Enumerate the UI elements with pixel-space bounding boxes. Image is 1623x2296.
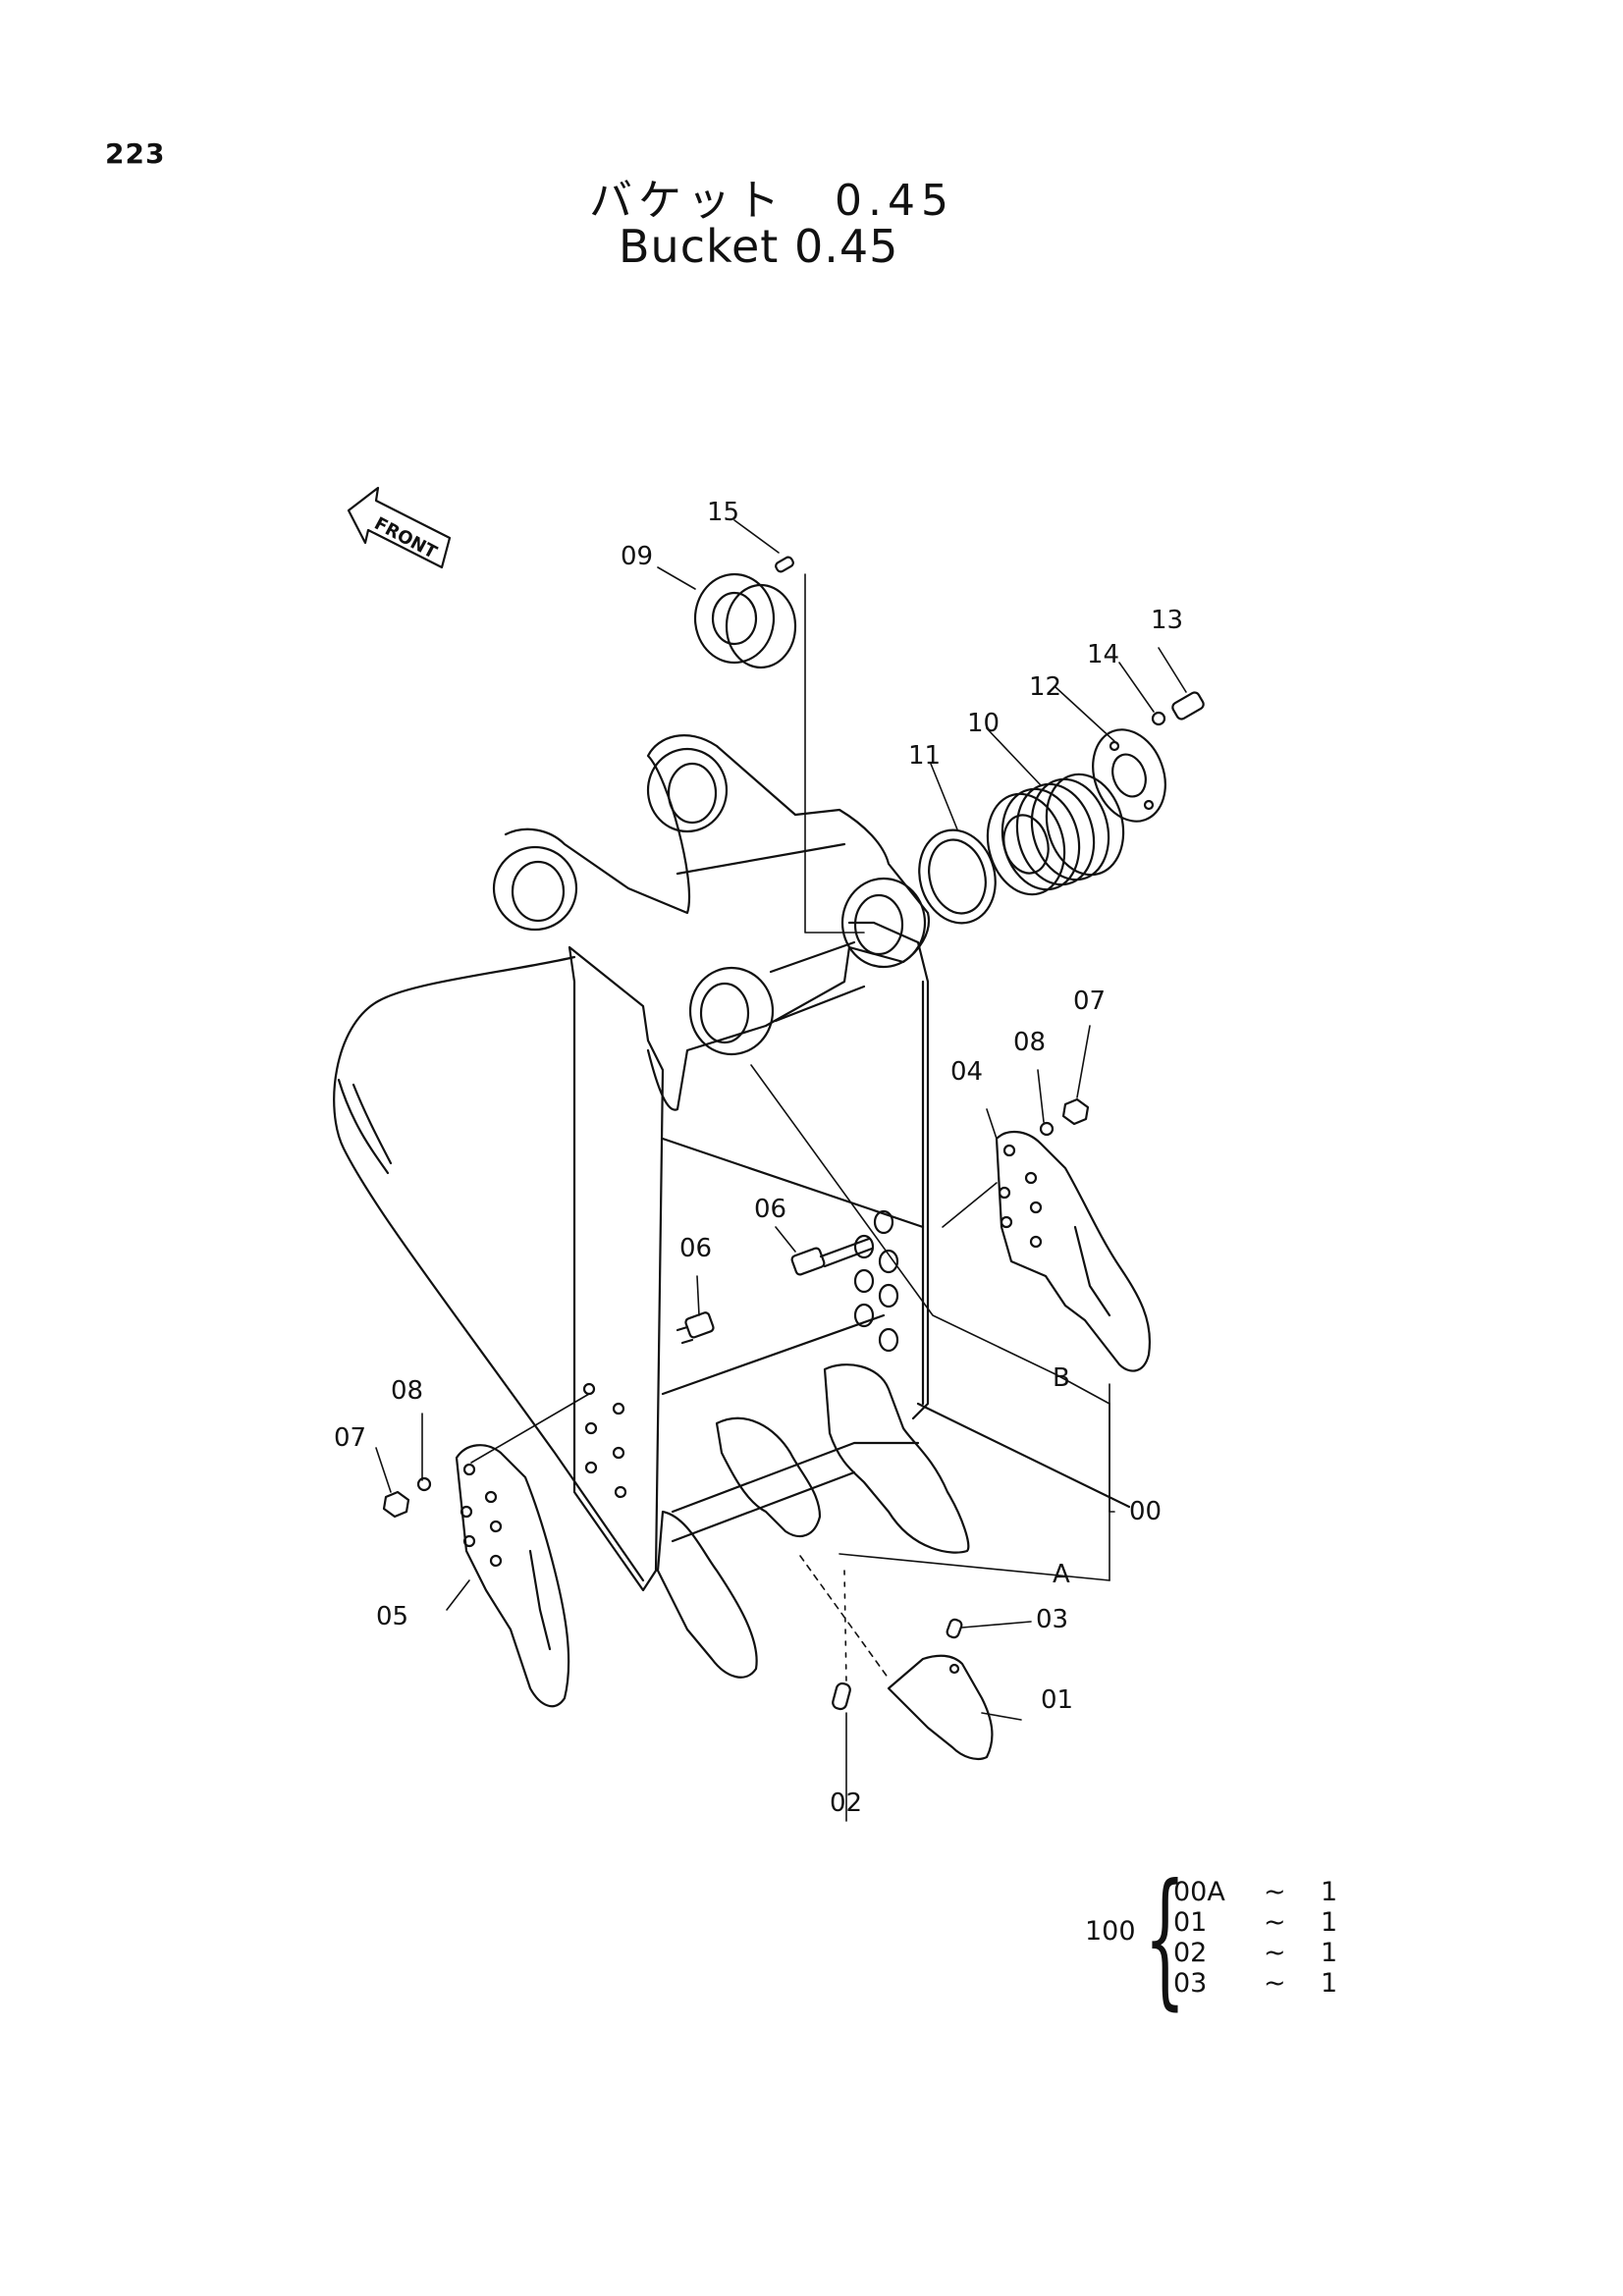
callout-12: 12	[1029, 672, 1061, 702]
callout-13: 13	[1151, 606, 1183, 635]
kit-row: 01 ~ 1	[1173, 1907, 1337, 1938]
kit-composition-list: 00A ~ 1 01 ~ 1 02 ~ 1 03 ~ 1	[1173, 1877, 1337, 1999]
kit-row: 03 ~ 1	[1173, 1968, 1337, 1999]
callout-06-upper: 06	[754, 1195, 786, 1224]
part-02-pin	[832, 1682, 851, 1711]
part-10-threaded-bushing	[986, 773, 1125, 896]
part-06-bolt-upper	[790, 1237, 874, 1276]
callout-10: 10	[967, 709, 1000, 738]
kit-row-code: 03	[1173, 1968, 1208, 1999]
part-13-bolt	[1171, 691, 1205, 721]
callout-08-right: 08	[1013, 1028, 1046, 1057]
callout-15: 15	[707, 498, 739, 527]
kit-row: 02 ~ 1	[1173, 1938, 1337, 1968]
part-15-pin	[775, 556, 794, 573]
part-06-bolt-lower	[676, 1311, 715, 1345]
part-08-washer-right	[1039, 1121, 1055, 1137]
kit-total-code: 100	[1085, 1916, 1136, 1947]
front-arrow-icon: FRONT	[347, 486, 452, 569]
part-01-tooth-point	[887, 1654, 994, 1761]
part-05-side-cutter	[455, 1444, 570, 1708]
callout-07-right: 07	[1073, 987, 1106, 1016]
kit-row: 00A ~ 1	[1173, 1877, 1337, 1907]
callout-b: B	[1053, 1363, 1070, 1393]
callout-11: 11	[908, 741, 941, 771]
kit-row-code: 00A	[1173, 1877, 1225, 1907]
kit-row-separator: ~	[1264, 1907, 1286, 1938]
kit-row-qty: 1	[1321, 1938, 1338, 1968]
callout-05: 05	[376, 1602, 408, 1631]
page-number: 223	[105, 137, 166, 170]
part-09-bushing	[693, 572, 797, 669]
title-english: Bucket 0.45	[619, 220, 899, 273]
part-08-washer-left	[416, 1476, 432, 1492]
callout-03: 03	[1036, 1605, 1068, 1634]
front-label: FRONT	[371, 513, 441, 563]
callout-08-left: 08	[391, 1376, 423, 1406]
kit-row-code: 01	[1173, 1907, 1208, 1938]
part-11-shim	[918, 828, 997, 925]
kit-row-qty: 1	[1321, 1907, 1338, 1938]
part-03-lock	[946, 1618, 963, 1639]
callout-09: 09	[621, 542, 653, 571]
callout-01: 01	[1041, 1685, 1073, 1715]
kit-brace: {	[1144, 1853, 1186, 2024]
callout-07-left: 07	[334, 1423, 366, 1453]
callout-14: 14	[1087, 640, 1119, 669]
kit-row-qty: 1	[1321, 1877, 1338, 1907]
leader-lines	[375, 519, 1187, 1822]
bucket-body	[333, 734, 1131, 1679]
title-japanese: バケット 0.45	[589, 176, 954, 226]
part-07-nut-right	[1061, 1097, 1090, 1126]
part-12-plate	[1092, 728, 1166, 823]
callout-00: 00	[1129, 1497, 1162, 1526]
callout-04: 04	[950, 1057, 983, 1087]
part-04-side-cutter	[995, 1131, 1151, 1372]
callout-a: A	[1053, 1560, 1070, 1589]
part-07-nut-left	[382, 1490, 410, 1519]
callout-02: 02	[830, 1789, 862, 1818]
kit-row-separator: ~	[1264, 1938, 1286, 1968]
kit-row-separator: ~	[1264, 1968, 1286, 1999]
kit-row-qty: 1	[1321, 1968, 1338, 1999]
callouts: 15 09 13 14 12 10 11 07 08 04 06 06 B 08…	[334, 498, 1183, 1818]
callout-06-lower: 06	[679, 1234, 712, 1263]
kit-row-separator: ~	[1264, 1877, 1286, 1907]
kit-row-code: 02	[1173, 1938, 1208, 1968]
part-14-washer	[1151, 711, 1166, 726]
